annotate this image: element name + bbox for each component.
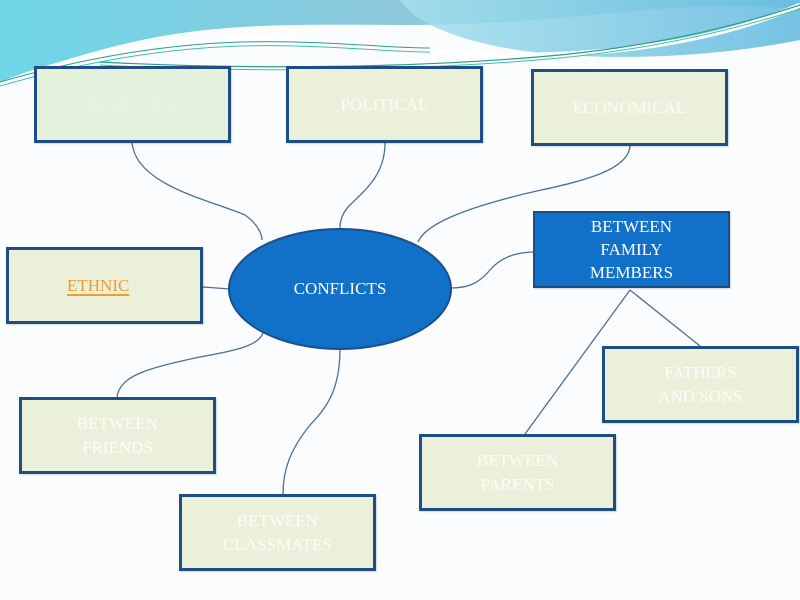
connector-ethnic <box>202 286 231 290</box>
node-fathers-line-1: FATHERS <box>664 362 737 382</box>
node-religious[interactable]: RELIGIOUS <box>34 66 231 143</box>
connector-political <box>339 142 386 229</box>
node-religious-label: RELIGIOUS <box>87 94 178 114</box>
connector-friends <box>116 332 264 398</box>
node-political[interactable]: POLITICAL <box>286 66 483 143</box>
node-parents-line-1: BETWEEN <box>476 450 559 470</box>
connector-parents <box>524 289 631 435</box>
node-between-parents[interactable]: BETWEEN PARENTS <box>419 434 616 511</box>
node-friends-line-1: BETWEEN <box>76 413 159 433</box>
node-classmates-line-1: BETWEEN <box>236 510 319 530</box>
ethnic-link[interactable]: ETHNIC <box>67 275 130 295</box>
connector-religious <box>131 141 263 241</box>
node-classmates-line-2: CLASSMATES <box>223 534 332 554</box>
connector-classmates <box>282 348 341 495</box>
node-economical-label: ECONOMICAL <box>572 97 687 117</box>
node-family-line-2: FAMILY <box>600 240 663 259</box>
node-between-friends[interactable]: BETWEEN FRIENDS <box>19 397 216 474</box>
node-family-line-3: MEMBERS <box>589 263 674 282</box>
connector-family <box>450 251 536 289</box>
central-node-label: CONFLICTS <box>293 279 387 298</box>
node-political-label: POLITICAL <box>340 94 429 114</box>
node-friends-line-2: FRIENDS <box>82 437 153 457</box>
node-family-line-1: BETWEEN <box>590 217 673 236</box>
node-fathers-and-sons[interactable]: FATHERS AND SONS <box>602 346 799 423</box>
node-economical[interactable]: ECONOMICAL <box>531 69 728 146</box>
node-between-family-members[interactable]: BETWEEN FAMILY MEMBERS <box>533 211 730 288</box>
node-parents-line-2: PARENTS <box>480 474 555 494</box>
central-node-conflicts[interactable]: CONFLICTS <box>228 228 452 350</box>
connector-fathers <box>629 289 701 347</box>
connector-economical <box>417 144 631 243</box>
node-ethnic[interactable]: ETHNIC <box>6 247 203 324</box>
node-between-classmates[interactable]: BETWEEN CLASSMATES <box>179 494 376 571</box>
node-fathers-line-2: AND SONS <box>658 386 743 406</box>
